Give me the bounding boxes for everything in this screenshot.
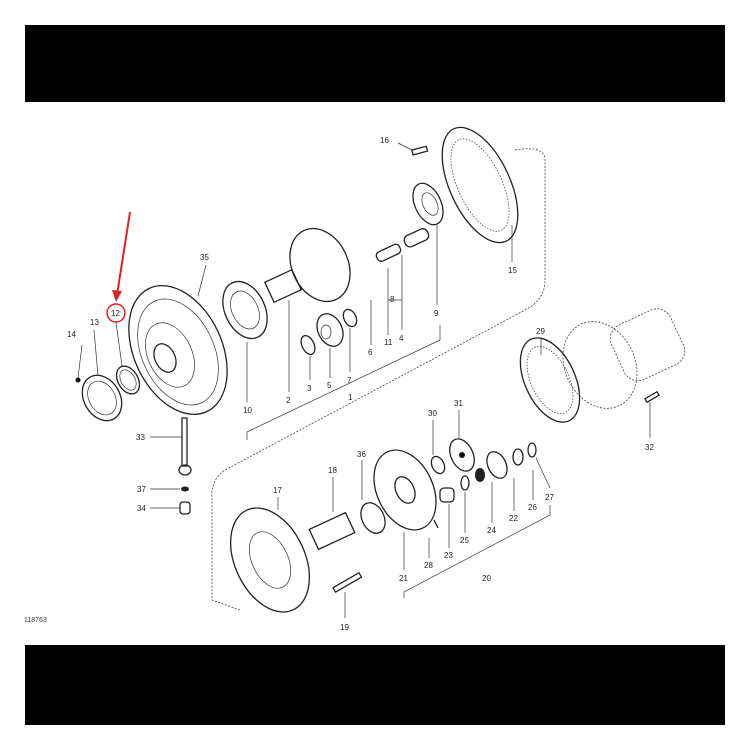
pins [370, 228, 430, 345]
part-30-ring [430, 420, 446, 475]
label-23: 23 [444, 551, 453, 560]
label-16: 16 [380, 136, 389, 145]
part-27-ring [527, 442, 551, 489]
part-25-ring [460, 475, 470, 533]
label-28: 28 [424, 561, 433, 570]
part-32-bolt [644, 390, 660, 438]
label-6: 6 [368, 348, 373, 357]
bottom-black-bar [25, 645, 725, 725]
part-14-bolt [75, 344, 83, 383]
label-11: 11 [384, 338, 393, 347]
label-37: 37 [137, 485, 146, 494]
label-30: 30 [428, 409, 437, 418]
part-15-ring-gear [441, 126, 519, 262]
label-33: 33 [136, 433, 145, 442]
label-3: 3 [307, 384, 312, 393]
part-23-pin [439, 487, 455, 548]
part-12-seal [115, 321, 141, 395]
label-7: 7 [347, 376, 352, 385]
label-36: 36 [357, 450, 366, 459]
label-13: 13 [90, 318, 99, 327]
label-34: 34 [137, 504, 146, 513]
label-2: 2 [286, 396, 291, 405]
part-28-pin [428, 519, 439, 558]
part-labels: 16 15 35 12 13 14 10 2 3 5 7 1 6 11 4 8 … [67, 136, 654, 632]
label-4: 4 [399, 334, 404, 343]
label-12: 12 [111, 309, 120, 318]
part-36-ring [360, 460, 386, 534]
part-18-shaft [308, 477, 356, 551]
label-25: 25 [460, 536, 469, 545]
drawing-code: 118763 [24, 617, 47, 624]
top-black-bar [25, 25, 725, 102]
label-15: 15 [508, 266, 517, 275]
label-27: 27 [545, 493, 554, 502]
part-35-hub [128, 264, 228, 416]
part-7-ring [342, 308, 358, 372]
label-1: 1 [348, 393, 353, 402]
label-29: 29 [536, 327, 545, 336]
group-bracket-upper [246, 325, 441, 440]
part-22-bearing [486, 451, 515, 511]
label-18: 18 [328, 466, 337, 475]
label-19: 19 [340, 623, 349, 632]
part-9-bearing [412, 182, 444, 305]
part-21-plate [373, 449, 437, 570]
label-31: 31 [454, 399, 463, 408]
highlight-arrow [106, 211, 131, 323]
part-13-washer [81, 329, 123, 422]
part-37-washer [150, 486, 189, 492]
label-8: 8 [390, 295, 395, 304]
label-35: 35 [200, 253, 209, 262]
part-19-bolt [332, 571, 363, 618]
label-24: 24 [487, 526, 496, 535]
part-16-pin [397, 142, 429, 156]
part-33-bolt [150, 417, 192, 476]
label-17: 17 [273, 486, 282, 495]
part-3-ring [300, 334, 316, 380]
label-14: 14 [67, 330, 76, 339]
assembly-dashed-outline [211, 148, 546, 611]
label-20: 20 [482, 574, 491, 583]
label-5: 5 [327, 381, 332, 390]
group-bracket-lower [403, 505, 551, 598]
part-31-bearing [449, 410, 475, 472]
part-17-carrier [230, 497, 310, 613]
label-10: 10 [243, 406, 252, 415]
label-32: 32 [645, 443, 654, 452]
part-10-bearing [222, 280, 268, 402]
label-21: 21 [399, 574, 408, 583]
part-5-gear [316, 313, 344, 378]
part-34-nut [150, 501, 191, 515]
part-26-ring [512, 448, 534, 500]
part-24-ring [475, 468, 493, 523]
label-26: 26 [528, 503, 537, 512]
label-9: 9 [434, 309, 439, 318]
travel-motor [562, 308, 686, 409]
label-22: 22 [509, 514, 518, 523]
part-29-ring [519, 337, 581, 423]
planet-carrier [263, 227, 351, 392]
